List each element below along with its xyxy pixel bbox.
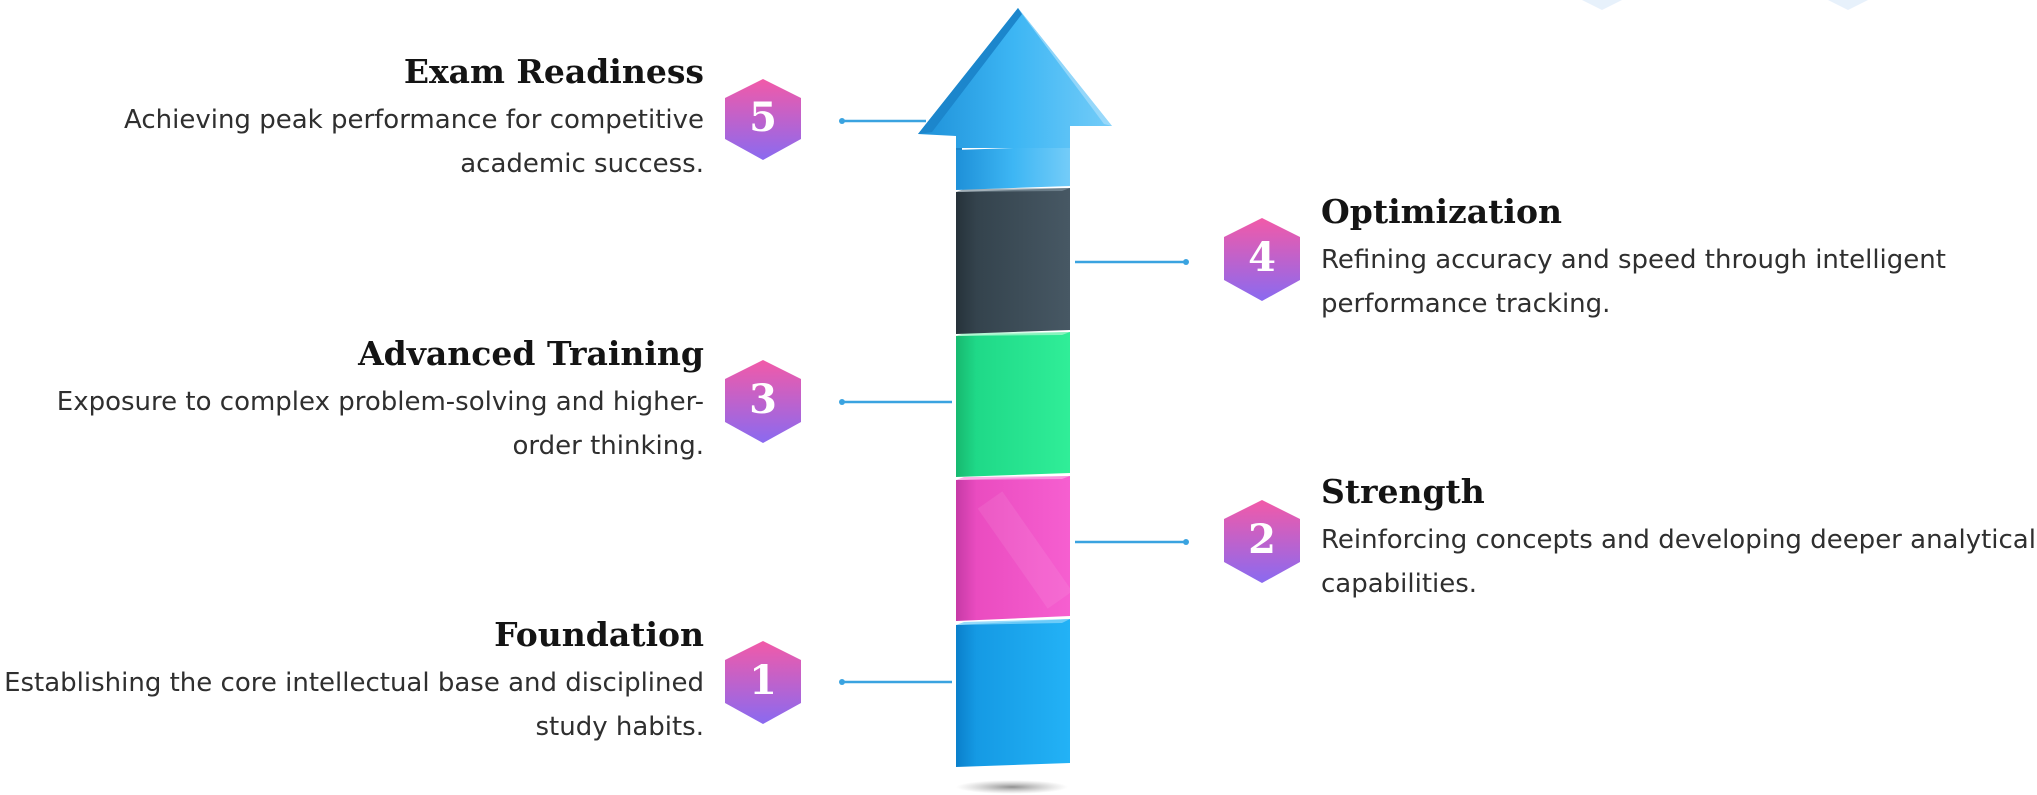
step-4-optimization: Optimization Refining accuracy and speed… — [1321, 190, 2037, 326]
connector-5-dot — [839, 118, 845, 124]
step-5-exam-readiness: Exam Readiness Achieving peak performanc… — [0, 50, 704, 186]
block-strength — [956, 476, 1073, 621]
connector-4-dot — [1183, 259, 1189, 265]
block-optimization — [956, 188, 1070, 334]
hex-number-2: 2 — [1248, 516, 1276, 563]
hex-badge-4: 4 — [1224, 218, 1300, 301]
hex-number-5: 5 — [749, 94, 777, 141]
block-foundation — [956, 619, 1070, 767]
step-3-title: Advanced Training — [358, 334, 704, 373]
step-2-strength: Strength Reinforcing concepts and develo… — [1321, 470, 2037, 606]
step-3-description: Exposure to complex problem-solving and … — [56, 387, 704, 461]
arrow-exam-readiness — [918, 8, 1112, 190]
hex-badge-5: 5 — [725, 79, 801, 160]
step-5-title: Exam Readiness — [403, 52, 704, 91]
step-1-description: Establishing the core intellectual base … — [4, 668, 704, 742]
step-4-title: Optimization — [1321, 192, 1562, 231]
decor-chevron-icon — [1828, 0, 1868, 10]
step-2-description: Reinforcing concepts and developing deep… — [1321, 525, 2036, 599]
ground-shadow — [956, 780, 1068, 794]
hex-number-4: 4 — [1248, 234, 1276, 281]
hex-badge-2: 2 — [1224, 500, 1300, 583]
block-advanced-training — [956, 332, 1070, 477]
connector-3-dot — [839, 399, 845, 405]
decor-chevron-icon — [1582, 0, 1622, 10]
step-2-title: Strength — [1321, 472, 1485, 511]
step-5-description: Achieving peak performance for competiti… — [124, 105, 704, 179]
hex-number-1: 1 — [749, 657, 777, 704]
step-1-title: Foundation — [494, 615, 704, 654]
step-3-advanced-training: Advanced Training Exposure to complex pr… — [0, 332, 704, 468]
hex-number-3: 3 — [749, 376, 777, 423]
step-4-description: Refining accuracy and speed through inte… — [1321, 245, 1946, 319]
hex-badge-3: 3 — [725, 360, 801, 443]
hex-badge-1: 1 — [725, 641, 801, 724]
connector-lines — [839, 118, 1189, 685]
connector-1-dot — [839, 679, 845, 685]
step-1-foundation: Foundation Establishing the core intelle… — [0, 613, 704, 749]
connector-2-dot — [1183, 539, 1189, 545]
